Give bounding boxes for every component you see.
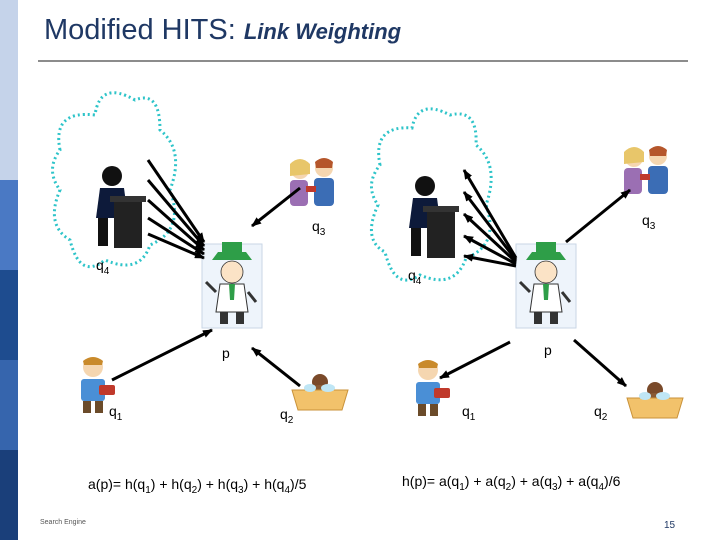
speaker-figure-right bbox=[409, 176, 459, 258]
right-label-p: p bbox=[544, 342, 552, 358]
left-label-q3: q3 bbox=[312, 218, 326, 238]
sidebar-band-mid-2 bbox=[0, 360, 18, 450]
couple-figure-right bbox=[624, 146, 668, 194]
speaker-figure-left bbox=[96, 166, 146, 248]
right-arrow-q1 bbox=[439, 340, 511, 380]
bath-figure-right bbox=[626, 381, 684, 419]
sidebar-band-dark-2 bbox=[0, 450, 18, 540]
right-formula: h(p)= a(q1) + a(q2) + a(q3) + a(q4)/6 bbox=[402, 473, 621, 493]
sidebar-band-dark bbox=[0, 270, 18, 360]
left-arrow-q1 bbox=[111, 328, 213, 382]
right-arrow-q2 bbox=[573, 338, 627, 388]
left-arrow-q2 bbox=[251, 346, 301, 388]
sidebar-band-light bbox=[0, 0, 18, 180]
right-arrow-q3 bbox=[565, 188, 631, 244]
left-arrows-q4-to-p bbox=[146, 159, 206, 260]
hatman-figure-left bbox=[200, 240, 264, 330]
sidebar-band-mid bbox=[0, 180, 18, 270]
sidebar-decoration bbox=[0, 0, 18, 540]
kid-figure-right bbox=[416, 360, 450, 416]
left-diagram bbox=[51, 91, 349, 413]
right-label-q2: q2 bbox=[594, 403, 608, 423]
left-cloud bbox=[51, 91, 178, 269]
left-label-q4: q4 bbox=[96, 257, 110, 277]
right-label-q4: q4 bbox=[408, 267, 422, 287]
right-arrows-p-to-q4 bbox=[462, 169, 518, 268]
title-main: Modified HITS: bbox=[44, 14, 236, 46]
title-divider bbox=[38, 60, 688, 62]
right-label-q3: q3 bbox=[642, 212, 656, 232]
slide-title: Modified HITS: Link Weighting bbox=[44, 14, 401, 47]
left-label-q2: q2 bbox=[280, 406, 294, 426]
hatman-figure-right bbox=[514, 240, 578, 330]
page-number: 15 bbox=[664, 520, 676, 531]
left-label-q1: q1 bbox=[109, 403, 123, 423]
right-diagram bbox=[369, 107, 684, 419]
left-arrow-q3 bbox=[251, 186, 301, 228]
footer-text: Search Engine bbox=[40, 519, 86, 526]
bath-figure-left bbox=[291, 373, 349, 411]
title-subtitle: Link Weighting bbox=[243, 19, 402, 44]
couple-figure-left bbox=[290, 158, 334, 206]
right-label-q1: q1 bbox=[462, 403, 476, 423]
left-label-p: p bbox=[222, 345, 230, 361]
left-formula: a(p)= h(q1) + h(q2) + h(q3) + h(q4)/5 bbox=[88, 476, 307, 496]
